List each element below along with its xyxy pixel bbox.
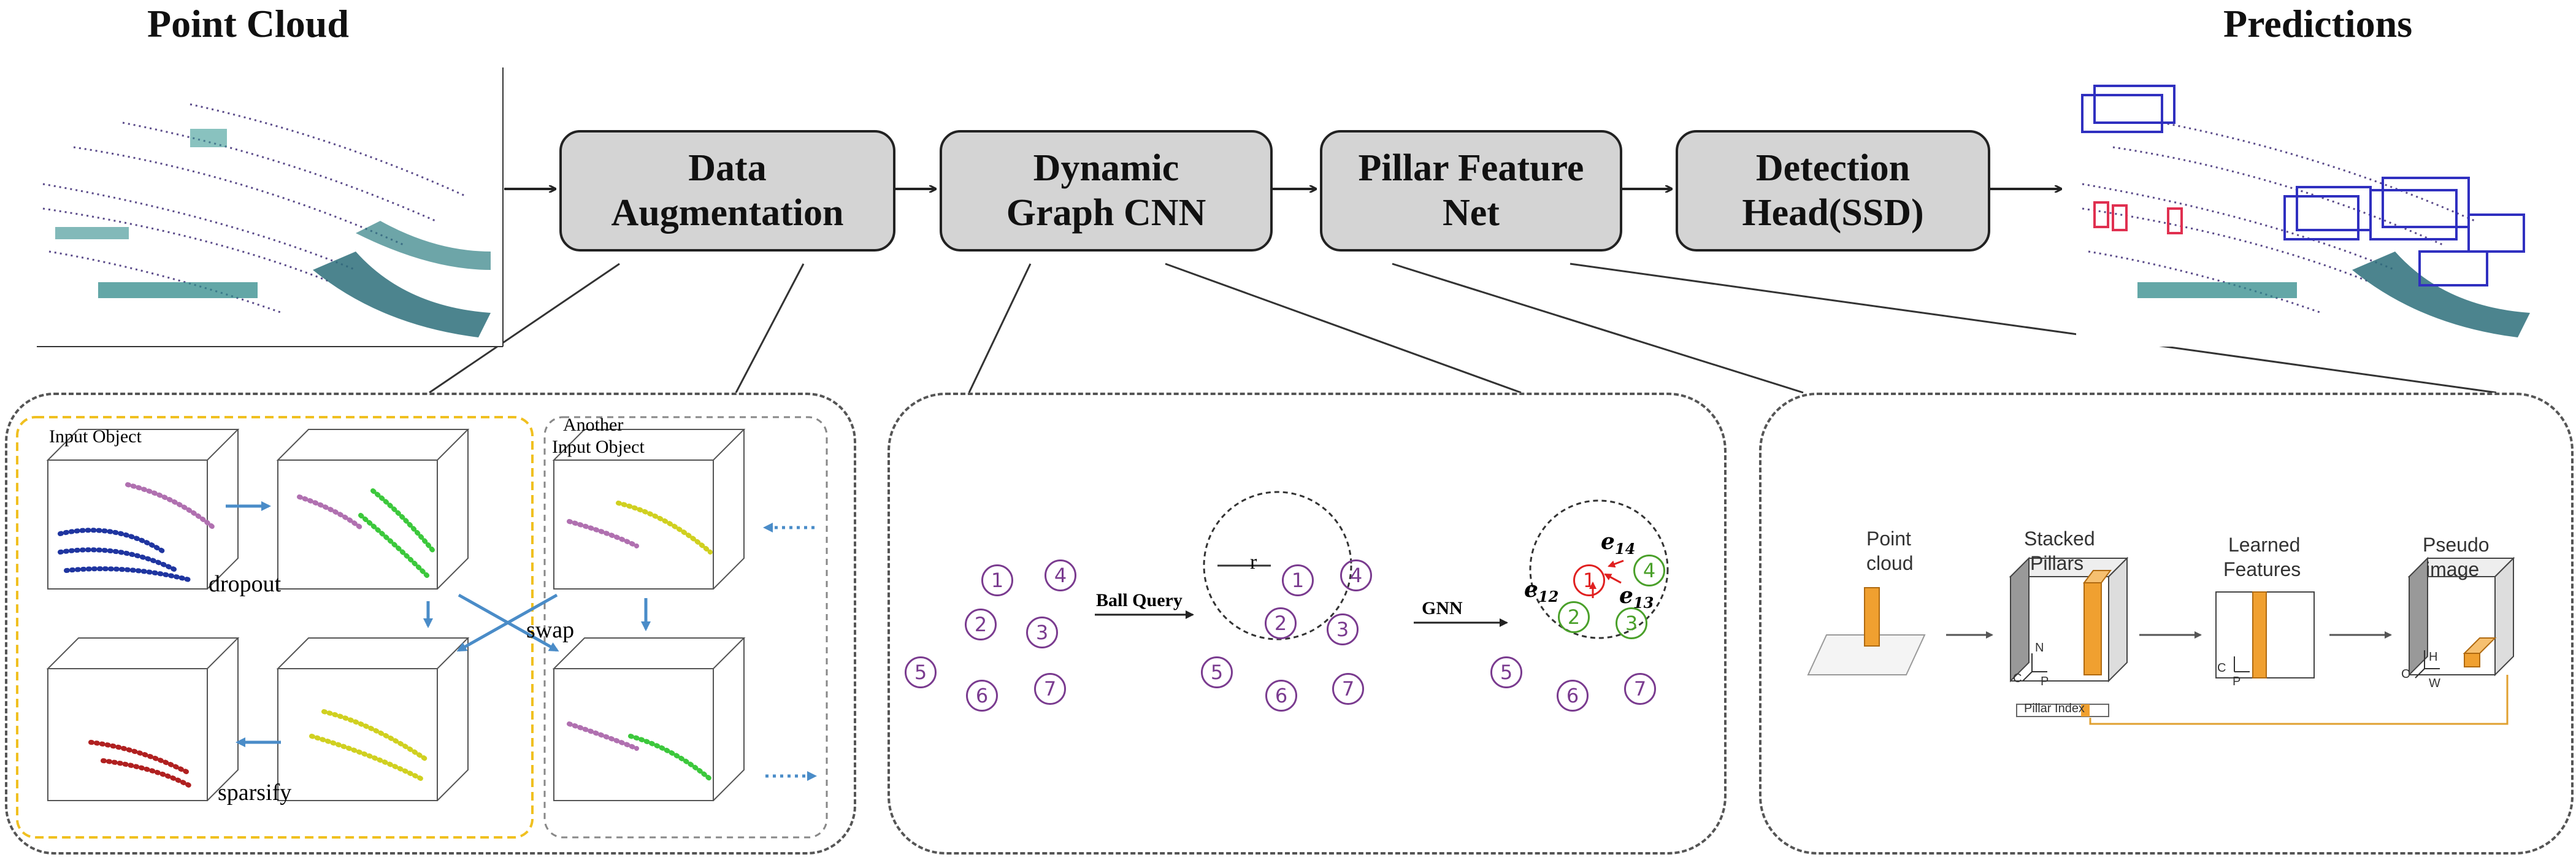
axis-w-label: W bbox=[2429, 677, 2440, 690]
input-object-label: Input Object bbox=[49, 426, 142, 447]
ball-query-node-4: 4 bbox=[1340, 559, 1372, 591]
pillar-feature-net-line2: Net bbox=[1443, 192, 1500, 234]
ball-query-node-3: 3 bbox=[1327, 613, 1359, 645]
gnn-node-7: 7 bbox=[1624, 673, 1656, 705]
learned-features-label-1: Learned bbox=[2228, 534, 2301, 556]
point-cloud-label-2: cloud bbox=[1866, 552, 1914, 574]
predictions-image bbox=[2076, 67, 2542, 347]
dynamic-graph-cnn-stage: Dynamic Graph CNN bbox=[940, 130, 1273, 252]
ball-query-node-2: 2 bbox=[1265, 607, 1297, 639]
detection-head-line2: Head(SSD) bbox=[1742, 192, 1924, 234]
dynamic-graph-cnn-line1: Dynamic bbox=[1033, 147, 1179, 189]
pillar-feature-net-line1: Pillar Feature bbox=[1358, 147, 1584, 189]
radius-label: r bbox=[1250, 551, 1257, 574]
ball-query-label: Ball Query bbox=[1096, 590, 1183, 610]
dropout-label: dropout bbox=[209, 571, 282, 597]
detection-head-line1: Detection bbox=[1755, 147, 1911, 189]
axis-h-label: H bbox=[2429, 650, 2438, 664]
ball-query-node-5: 5 bbox=[1201, 656, 1233, 688]
gnn-node-5: 5 bbox=[1490, 656, 1522, 688]
edge-label-e12: e12 bbox=[1524, 577, 1559, 606]
swap-label: swap bbox=[526, 617, 575, 643]
stacked-pillars-label-1: Stacked bbox=[2024, 528, 2095, 550]
gnn-node-6: 6 bbox=[1557, 680, 1589, 712]
gnn-label: GNN bbox=[1422, 598, 1463, 618]
axis-c-label-3: C bbox=[2401, 667, 2410, 681]
graph-node-5: 5 bbox=[905, 656, 937, 688]
axis-c-label: C bbox=[2013, 672, 2022, 685]
graph-illustration bbox=[1095, 491, 1669, 640]
learned-features-label-2: Features bbox=[2223, 558, 2301, 580]
another-input-object-label-1: Another bbox=[563, 415, 624, 435]
detection-head-stage: Detection Head(SSD) bbox=[1676, 130, 1990, 252]
axis-n-label: N bbox=[2035, 641, 2044, 655]
input-point-cloud-image bbox=[37, 67, 504, 347]
data-augmentation-stage: Data Augmentation bbox=[559, 130, 895, 252]
augmentation-illustration bbox=[16, 416, 828, 839]
gnn-node-1: 1 bbox=[1573, 564, 1605, 596]
pillar-feature-net-stage: Pillar Feature Net bbox=[1320, 130, 1622, 252]
edge-label-e14: e14 bbox=[1601, 529, 1636, 558]
sparsify-label: sparsify bbox=[218, 780, 292, 805]
axis-p-label: P bbox=[2041, 675, 2049, 688]
gnn-node-3: 3 bbox=[1616, 607, 1647, 639]
graph-node-6: 6 bbox=[966, 680, 998, 712]
ball-query-node-6: 6 bbox=[1265, 680, 1297, 712]
pseudo-image-label-2: image bbox=[2426, 558, 2480, 580]
point-cloud-title: Point Cloud bbox=[147, 2, 349, 45]
pseudo-image-label-1: Pseudo bbox=[2423, 534, 2490, 556]
data-augmentation-line2: Augmentation bbox=[611, 192, 844, 234]
another-input-object-label-2: Input Object bbox=[552, 437, 645, 457]
gnn-node-2: 2 bbox=[1558, 601, 1590, 633]
dynamic-graph-cnn-line2: Graph CNN bbox=[1006, 192, 1206, 234]
graph-node-4: 4 bbox=[1045, 559, 1076, 591]
point-cloud-label-1: Point bbox=[1866, 528, 1911, 550]
graph-node-7: 7 bbox=[1034, 673, 1066, 705]
graph-node-3: 3 bbox=[1026, 617, 1058, 648]
axis-p-label-2: P bbox=[2233, 675, 2241, 688]
stacked-pillars-label-2: Pillars bbox=[2030, 552, 2084, 574]
graph-node-1: 1 bbox=[981, 564, 1013, 596]
gnn-node-4: 4 bbox=[1633, 555, 1665, 586]
predictions-title: Predictions bbox=[2223, 2, 2413, 45]
ball-query-node-7: 7 bbox=[1332, 673, 1364, 705]
pillar-index-label: Pillar Index bbox=[2024, 702, 2085, 715]
edge-label-e13: e13 bbox=[1619, 583, 1654, 612]
graph-node-2: 2 bbox=[965, 609, 997, 640]
axis-c-label-2: C bbox=[2217, 661, 2226, 675]
data-augmentation-line1: Data bbox=[688, 147, 767, 189]
pillar-illustration bbox=[1807, 556, 2515, 725]
ball-query-node-1: 1 bbox=[1282, 564, 1314, 596]
